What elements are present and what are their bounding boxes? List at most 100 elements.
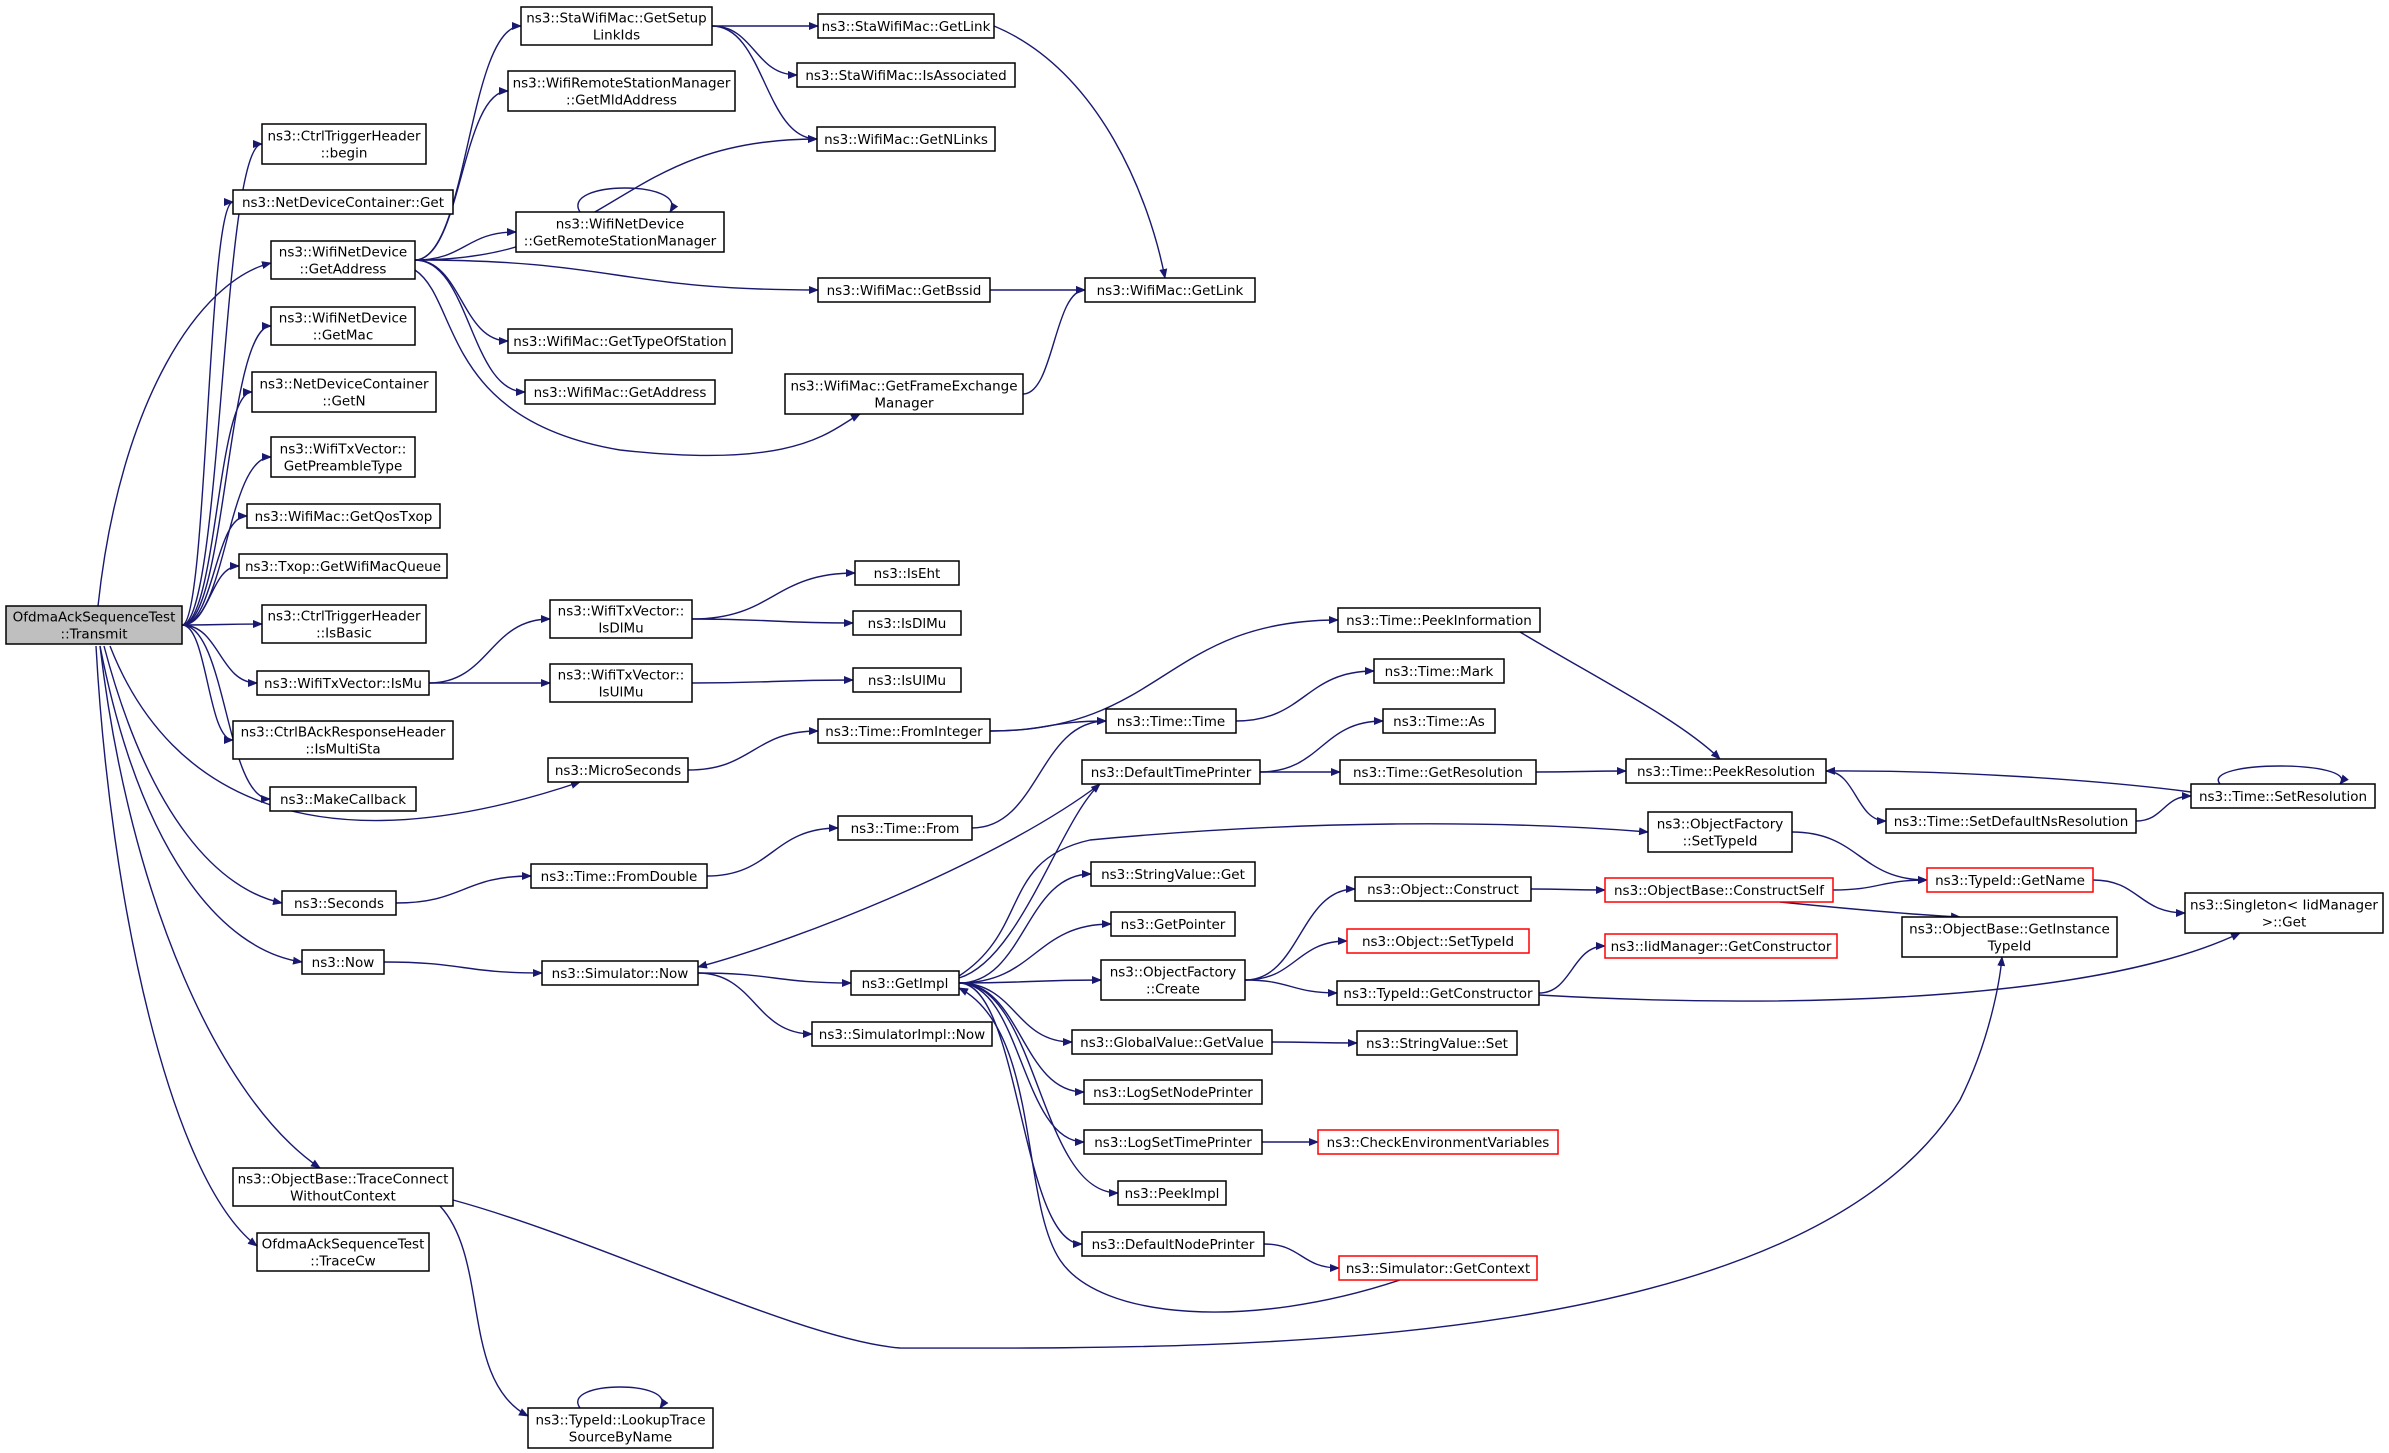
node-iid-getctor[interactable]: ns3::IidManager::GetConstructor: [1604, 933, 1838, 959]
node-txv-preamble[interactable]: ns3::WifiTxVector::GetPreambleType: [270, 436, 416, 478]
edge-wnd-getaddress-to-mac-typeofstation: [414, 259, 509, 345]
node-object-settypeid[interactable]: ns3::Object::SetTypeId: [1346, 928, 1530, 954]
node-wnd-getaddress[interactable]: ns3::WifiNetDevice::GetAddress: [270, 240, 416, 280]
node-box: [1647, 811, 1793, 853]
node-txv-ismu[interactable]: ns3::WifiTxVector::IsMu: [256, 670, 430, 696]
edge-typeid-getname-to-singleton-get: [2092, 879, 2186, 917]
node-isdlmu[interactable]: ns3::IsDlMu: [852, 610, 962, 636]
node-ctrl-begin[interactable]: ns3::CtrlTriggerHeader::begin: [261, 123, 427, 165]
node-tracecw[interactable]: OfdmaAckSequenceTest::TraceCw: [256, 1232, 430, 1272]
node-time-mark[interactable]: ns3::Time::Mark: [1373, 658, 1505, 684]
node-now[interactable]: ns3::Now: [301, 949, 385, 975]
node-sta-isassociated[interactable]: ns3::StaWifiMac::IsAssociated: [796, 62, 1016, 88]
node-mac-getlink[interactable]: ns3::WifiMac::GetLink: [1084, 277, 1256, 303]
node-box: [816, 126, 996, 152]
node-label: ns3::StaWifiMac::GetSetup: [526, 11, 707, 27]
node-box: [1336, 980, 1540, 1006]
edge-getimpl-to-getpointer: [958, 920, 1112, 984]
edge-ob-constructself-to-ob-getinstance: [1779, 901, 1961, 921]
node-mac-getaddress[interactable]: ns3::WifiMac::GetAddress: [524, 379, 716, 405]
node-getimpl[interactable]: ns3::GetImpl: [850, 970, 960, 996]
node-logsetnodeprinter[interactable]: ns3::LogSetNodePrinter: [1083, 1079, 1263, 1105]
node-box: [269, 786, 417, 812]
edge-time-fromdouble-to-time-from: [706, 824, 839, 877]
node-ndc-get[interactable]: ns3::NetDeviceContainer::Get: [232, 189, 454, 215]
node-label: ns3::TypeId::GetName: [1935, 873, 2085, 889]
node-time-frominteger[interactable]: ns3::Time::FromInteger: [817, 718, 991, 744]
node-box: [1885, 808, 2137, 834]
node-wnd-getrsm[interactable]: ns3::WifiNetDevice::GetRemoteStationMana…: [515, 211, 725, 253]
node-rsm-getmld[interactable]: ns3::WifiRemoteStationManager::GetMldAdd…: [507, 70, 736, 112]
node-wnd-getmac[interactable]: ns3::WifiNetDevice::GetMac: [270, 306, 416, 346]
edge-time-time-to-time-mark: [1235, 667, 1375, 722]
node-traceconnect[interactable]: ns3::ObjectBase::TraceConnectWithoutCont…: [232, 1167, 454, 1207]
node-time-setres[interactable]: ns3::Time::SetResolution: [2190, 783, 2376, 809]
node-getpointer[interactable]: ns3::GetPointer: [1110, 911, 1236, 937]
node-label: ::begin: [321, 146, 368, 162]
node-ndc-getn[interactable]: ns3::NetDeviceContainer::GetN: [251, 371, 437, 413]
node-box: [530, 863, 708, 889]
node-txv-isulmu[interactable]: ns3::WifiTxVector::IsUlMu: [549, 663, 693, 703]
node-logsettimeprinter[interactable]: ns3::LogSetTimePrinter: [1083, 1129, 1263, 1155]
node-txv-isdlmu[interactable]: ns3::WifiTxVector::IsDlMu: [549, 599, 693, 639]
node-isulmu[interactable]: ns3::IsUlMu: [852, 667, 962, 693]
node-seconds[interactable]: ns3::Seconds: [281, 890, 397, 916]
node-microseconds[interactable]: ns3::MicroSeconds: [547, 757, 689, 783]
node-ctrl-isbasic[interactable]: ns3::CtrlTriggerHeader::IsBasic: [261, 604, 427, 644]
node-defaultnodeprinter[interactable]: ns3::DefaultNodePrinter: [1081, 1231, 1265, 1257]
node-label: ns3::StringValue::Get: [1101, 867, 1245, 883]
node-stringvalue-get[interactable]: ns3::StringValue::Get: [1090, 861, 1256, 887]
node-label: ns3::WifiNetDevice: [279, 311, 407, 327]
node-object-construct[interactable]: ns3::Object::Construct: [1354, 876, 1532, 902]
edge-wnd-getaddress-to-sta-setuplinkids: [414, 22, 522, 261]
node-sta-getlink[interactable]: ns3::StaWifiMac::GetLink: [817, 13, 995, 39]
node-of-create[interactable]: ns3::ObjectFactory::Create: [1100, 959, 1246, 1001]
node-box: [784, 373, 1024, 415]
node-time-time[interactable]: ns3::Time::Time: [1105, 708, 1237, 734]
node-makecallback[interactable]: ns3::MakeCallback: [269, 786, 417, 812]
node-mac-qostxop[interactable]: ns3::WifiMac::GetQosTxop: [246, 503, 441, 529]
node-checkenv[interactable]: ns3::CheckEnvironmentVariables: [1317, 1129, 1559, 1155]
node-root[interactable]: OfdmaAckSequenceTest::Transmit: [5, 605, 183, 645]
node-time-peekres[interactable]: ns3::Time::PeekResolution: [1625, 758, 1827, 784]
node-peekimpl[interactable]: ns3::PeekImpl: [1117, 1180, 1227, 1206]
node-of-settypeid[interactable]: ns3::ObjectFactory::SetTypeId: [1647, 811, 1793, 853]
edge-ob-constructself-to-typeid-getname: [1832, 876, 1928, 891]
node-mac-getbssid[interactable]: ns3::WifiMac::GetBssid: [817, 277, 991, 303]
node-mac-typeofstation[interactable]: ns3::WifiMac::GetTypeOfStation: [507, 328, 733, 354]
node-mac-getnlinks[interactable]: ns3::WifiMac::GetNLinks: [816, 126, 996, 152]
edge-time-frominteger-to-time-time: [989, 717, 1107, 732]
node-label: ns3::DefaultNodePrinter: [1092, 1237, 1255, 1253]
node-time-fromdouble[interactable]: ns3::Time::FromDouble: [530, 863, 708, 889]
edge-sta-setuplinkids-to-mac-getnlinks: [711, 25, 818, 143]
node-simimpl-now[interactable]: ns3::SimulatorImpl::Now: [811, 1021, 993, 1047]
node-singleton-get[interactable]: ns3::Singleton< IidManager>::Get: [2184, 892, 2384, 934]
node-label: ns3::Time::PeekResolution: [1637, 764, 1815, 780]
node-ob-constructself[interactable]: ns3::ObjectBase::ConstructSelf: [1604, 877, 1834, 903]
node-typeid-getctor[interactable]: ns3::TypeId::GetConstructor: [1336, 980, 1540, 1006]
node-label: ::IsMultiSta: [305, 742, 380, 758]
node-time-from[interactable]: ns3::Time::From: [837, 815, 973, 841]
node-txop-queue[interactable]: ns3::Txop::GetWifiMacQueue: [238, 553, 448, 579]
node-gv-getvalue[interactable]: ns3::GlobalValue::GetValue: [1071, 1029, 1273, 1055]
node-time-getres[interactable]: ns3::Time::GetResolution: [1339, 759, 1537, 785]
node-typeid-getname[interactable]: ns3::TypeId::GetName: [1926, 867, 2094, 893]
edge-wnd-getaddress-to-mac-getaddress: [414, 259, 526, 396]
node-label: ns3::Singleton< IidManager: [2190, 898, 2378, 914]
node-box: [1105, 708, 1237, 734]
node-time-setdefaultns[interactable]: ns3::Time::SetDefaultNsResolution: [1885, 808, 2137, 834]
node-time-peekinfo[interactable]: ns3::Time::PeekInformation: [1337, 607, 1541, 633]
node-iseht[interactable]: ns3::IsEht: [854, 560, 960, 586]
node-back-multista[interactable]: ns3::CtrlBAckResponseHeader::IsMultiSta: [232, 720, 454, 760]
node-simulator-getcontext[interactable]: ns3::Simulator::GetContext: [1338, 1255, 1538, 1281]
edge-root-to-ctrl-begin: [181, 140, 263, 626]
node-simulator-now[interactable]: ns3::Simulator::Now: [541, 960, 699, 986]
node-stringvalue-set[interactable]: ns3::StringValue::Set: [1356, 1030, 1518, 1056]
node-defaulttimeprinter[interactable]: ns3::DefaultTimePrinter: [1081, 759, 1261, 785]
node-time-as[interactable]: ns3::Time::As: [1382, 708, 1496, 734]
node-box: [1604, 933, 1838, 959]
